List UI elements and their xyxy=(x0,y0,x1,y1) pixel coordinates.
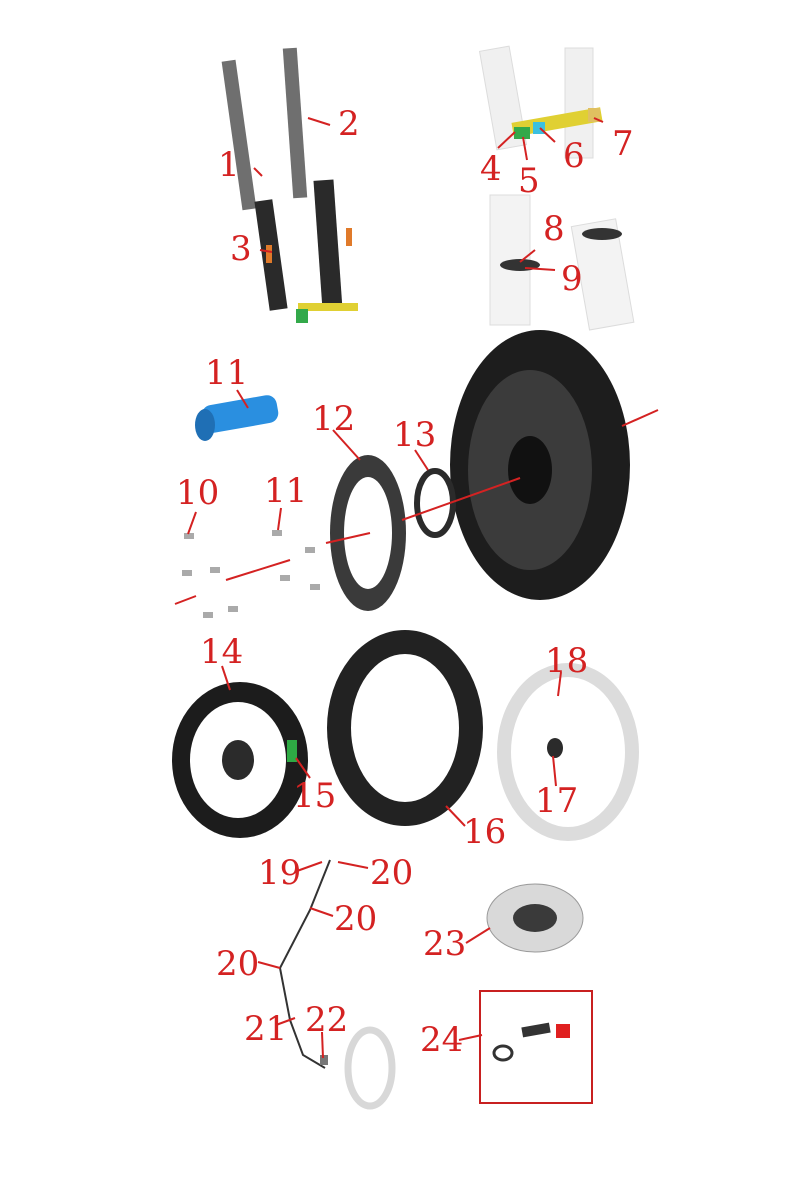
callout-12: 12 xyxy=(312,399,355,439)
callout-4: 4 xyxy=(480,149,502,189)
wheel-rim xyxy=(172,682,308,838)
callout-13: 13 xyxy=(393,415,436,455)
callout-labels: 1 2 3 4 5 6 7 8 9 11 12 13 10 11 14 15 1… xyxy=(176,104,634,1060)
callout-1: 1 xyxy=(218,145,240,185)
wheel-tyre-assembly xyxy=(450,330,630,600)
callout-10: 10 xyxy=(176,473,219,513)
callout-5: 5 xyxy=(518,161,540,201)
callout-16: 16 xyxy=(463,812,506,852)
callout-24: 24 xyxy=(420,1020,463,1060)
callout-20-top: 20 xyxy=(370,853,413,893)
tyre-valve-box xyxy=(479,990,593,1104)
callout-21: 21 xyxy=(244,1009,287,1049)
abs-tone-disc xyxy=(486,883,584,953)
callout-11-bolt: 11 xyxy=(264,471,307,511)
callout-9: 9 xyxy=(561,259,583,299)
callout-18: 18 xyxy=(545,641,588,681)
callout-3: 3 xyxy=(230,229,252,269)
callout-6: 6 xyxy=(563,136,585,176)
callout-14: 14 xyxy=(200,632,243,672)
callout-2: 2 xyxy=(338,104,360,144)
callout-7: 7 xyxy=(612,124,634,164)
callout-20-left: 20 xyxy=(216,944,259,984)
callout-23: 23 xyxy=(423,924,466,964)
leader-lines xyxy=(174,117,659,1059)
disc-carrier xyxy=(414,468,456,538)
callout-22: 22 xyxy=(305,1000,348,1040)
callout-20-mid: 20 xyxy=(334,899,377,939)
wheel-bearing-detail xyxy=(497,663,639,841)
tyre xyxy=(327,630,483,826)
front-fork-assembly xyxy=(221,47,358,323)
callout-19: 19 xyxy=(258,853,301,893)
callout-11-axle: 11 xyxy=(205,353,248,393)
callout-15: 15 xyxy=(293,776,336,816)
callout-8: 8 xyxy=(543,209,565,249)
abs-sensor-harness xyxy=(278,859,396,1110)
callout-17: 17 xyxy=(535,781,578,821)
front-axle xyxy=(195,395,279,441)
disc-bolts xyxy=(182,530,320,618)
